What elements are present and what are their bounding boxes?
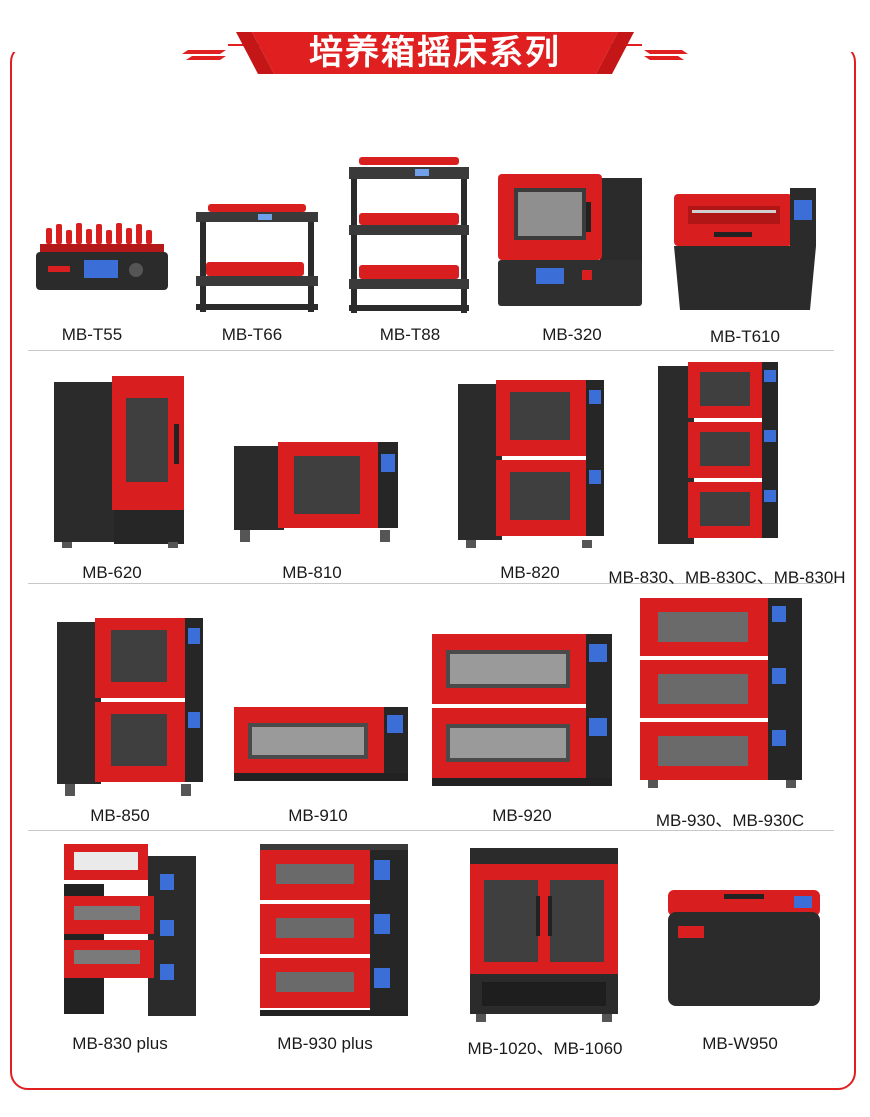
model-label: MB-930、MB-930C: [655, 811, 805, 830]
flat-triple-icon: [640, 598, 802, 788]
product-card-mb-830-plus: [60, 844, 200, 1022]
double-stack-large-icon: [57, 618, 203, 796]
model-label: MB-910: [288, 806, 348, 825]
row-divider: [28, 583, 834, 584]
lid-shaker-icon: [674, 188, 816, 310]
three-tier-shaker-icon: [349, 157, 469, 313]
page-title: 培养箱摇床系列: [309, 34, 561, 72]
flat-shaker-icon: [36, 223, 168, 290]
model-label: MB-320: [542, 325, 602, 344]
product-card-mb-620: [50, 372, 190, 552]
row-divider: [28, 830, 834, 831]
model-label: MB-850: [90, 806, 150, 825]
benchtop-incubator-icon: [498, 174, 642, 306]
model-label: MB-T66: [221, 325, 283, 344]
model-label: MB-810: [282, 563, 342, 582]
product-card-mb-910: [232, 705, 412, 787]
water-bath-icon: [668, 890, 820, 1006]
floor-cabinet-icon: [470, 848, 618, 1022]
model-label: MB-1020、MB-1060: [467, 1039, 623, 1058]
model-label: MB-620: [82, 563, 142, 582]
product-card-mb-930: [638, 596, 806, 792]
stripe-right-icon: [644, 50, 688, 60]
product-card-mb-t610: [670, 186, 820, 312]
product-card-mb-920: [430, 632, 616, 788]
model-label: MB-920: [492, 806, 552, 825]
product-card-mb-820: [456, 376, 606, 552]
wide-single-icon: [234, 442, 398, 542]
product-card-mb-830: [656, 360, 780, 550]
product-card-mb-1020: [468, 846, 620, 1026]
stripe-left-icon: [182, 50, 226, 60]
flat-double-icon: [432, 634, 612, 786]
model-label: MB-930 plus: [277, 1034, 373, 1053]
two-tier-shaker-icon: [196, 204, 318, 312]
triple-drawer-wide-icon: [260, 844, 408, 1016]
model-label: MB-820: [500, 563, 560, 582]
product-card-mb-t55: [32, 190, 172, 310]
product-card-mb-930-plus: [258, 842, 410, 1022]
model-label: MB-830、MB-830C、MB-830H: [608, 568, 846, 587]
model-label: MB-T88: [379, 325, 441, 344]
product-card-mb-320: [496, 172, 646, 312]
product-card-mb-t88: [345, 155, 473, 315]
product-card-mb-850: [55, 616, 205, 802]
header-banner: [8, 32, 862, 74]
model-label: MB-W950: [702, 1034, 778, 1053]
triple-drawer-icon: [64, 844, 196, 1016]
model-label: MB-T610: [710, 327, 780, 346]
product-card-mb-t66: [190, 200, 324, 315]
triple-stack-icon: [658, 362, 778, 544]
product-card-mb-w950: [664, 884, 824, 1014]
product-card-mb-810: [230, 440, 402, 550]
model-label: MB-830 plus: [72, 1034, 168, 1053]
double-stack-icon: [458, 380, 604, 548]
tall-single-icon: [54, 376, 184, 548]
row-divider: [28, 350, 834, 351]
flat-single-icon: [234, 707, 408, 781]
model-label: MB-T55: [61, 325, 123, 344]
